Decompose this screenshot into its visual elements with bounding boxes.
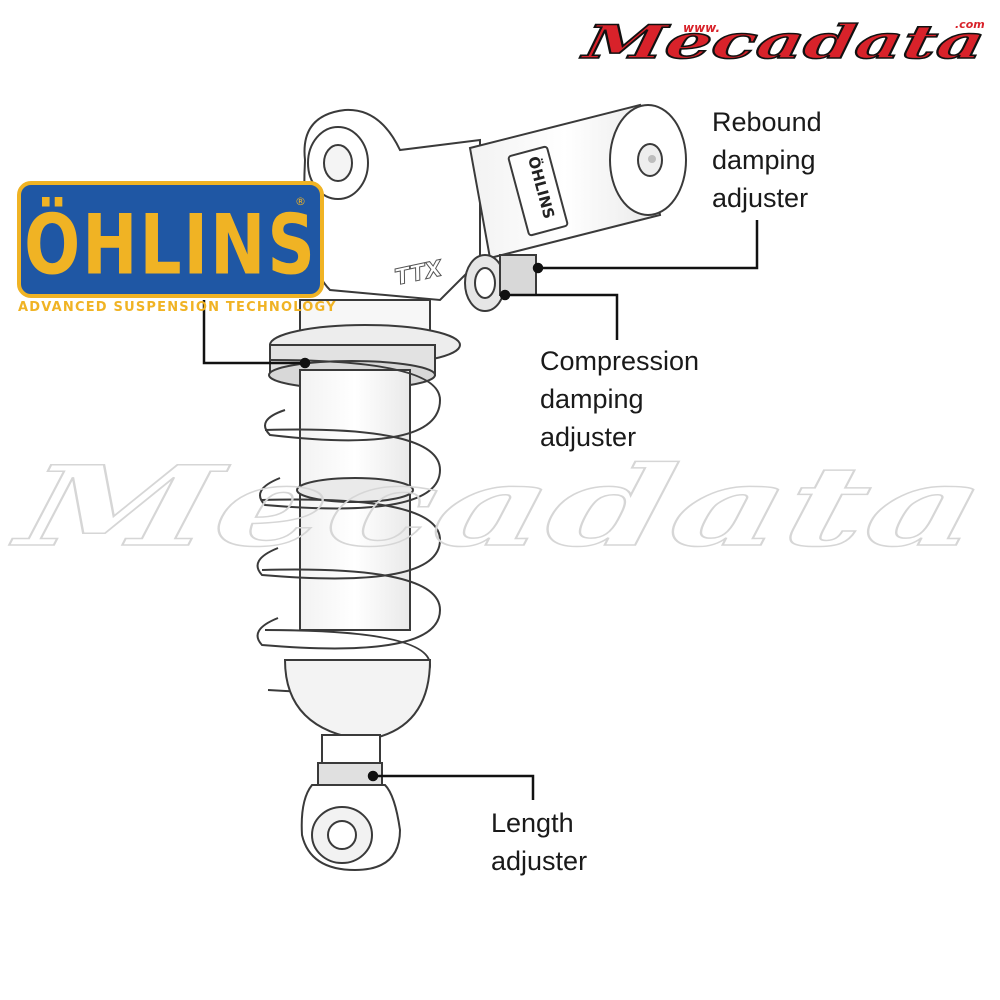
compression-damping-adjuster-label: Compression damping adjuster	[540, 346, 700, 452]
reservoir: ÖHLINS	[468, 103, 687, 260]
ohlins-wordmark: ÖHLINS	[24, 197, 317, 294]
top-mount: TTX	[303, 108, 481, 302]
watermark-logo: www. Mecadata .com	[576, 14, 990, 70]
compression-leader	[505, 293, 619, 340]
leader-lines	[202, 220, 759, 800]
length-adjuster-label: Length adjuster	[491, 808, 588, 876]
watermark-large: Mecadata	[2, 443, 996, 572]
adjuster-knobs	[464, 254, 537, 312]
preload-leader	[202, 300, 305, 365]
registered-mark: ®	[295, 195, 306, 208]
length-leader	[373, 774, 535, 800]
rebound-leader	[538, 220, 759, 270]
ohlins-tagline: ADVANCED SUSPENSION TECHNOLOGY	[18, 300, 337, 315]
rebound-damping-adjuster-label: Rebound damping adjuster	[712, 107, 822, 213]
watermark-url-prefix: www.	[683, 21, 720, 35]
watermark-url-suffix: .com	[955, 18, 985, 31]
lower-body	[283, 659, 432, 872]
ohlins-logo: ÖHLINS ®	[17, 181, 324, 298]
watermark-brand: Mecadata	[577, 14, 990, 69]
